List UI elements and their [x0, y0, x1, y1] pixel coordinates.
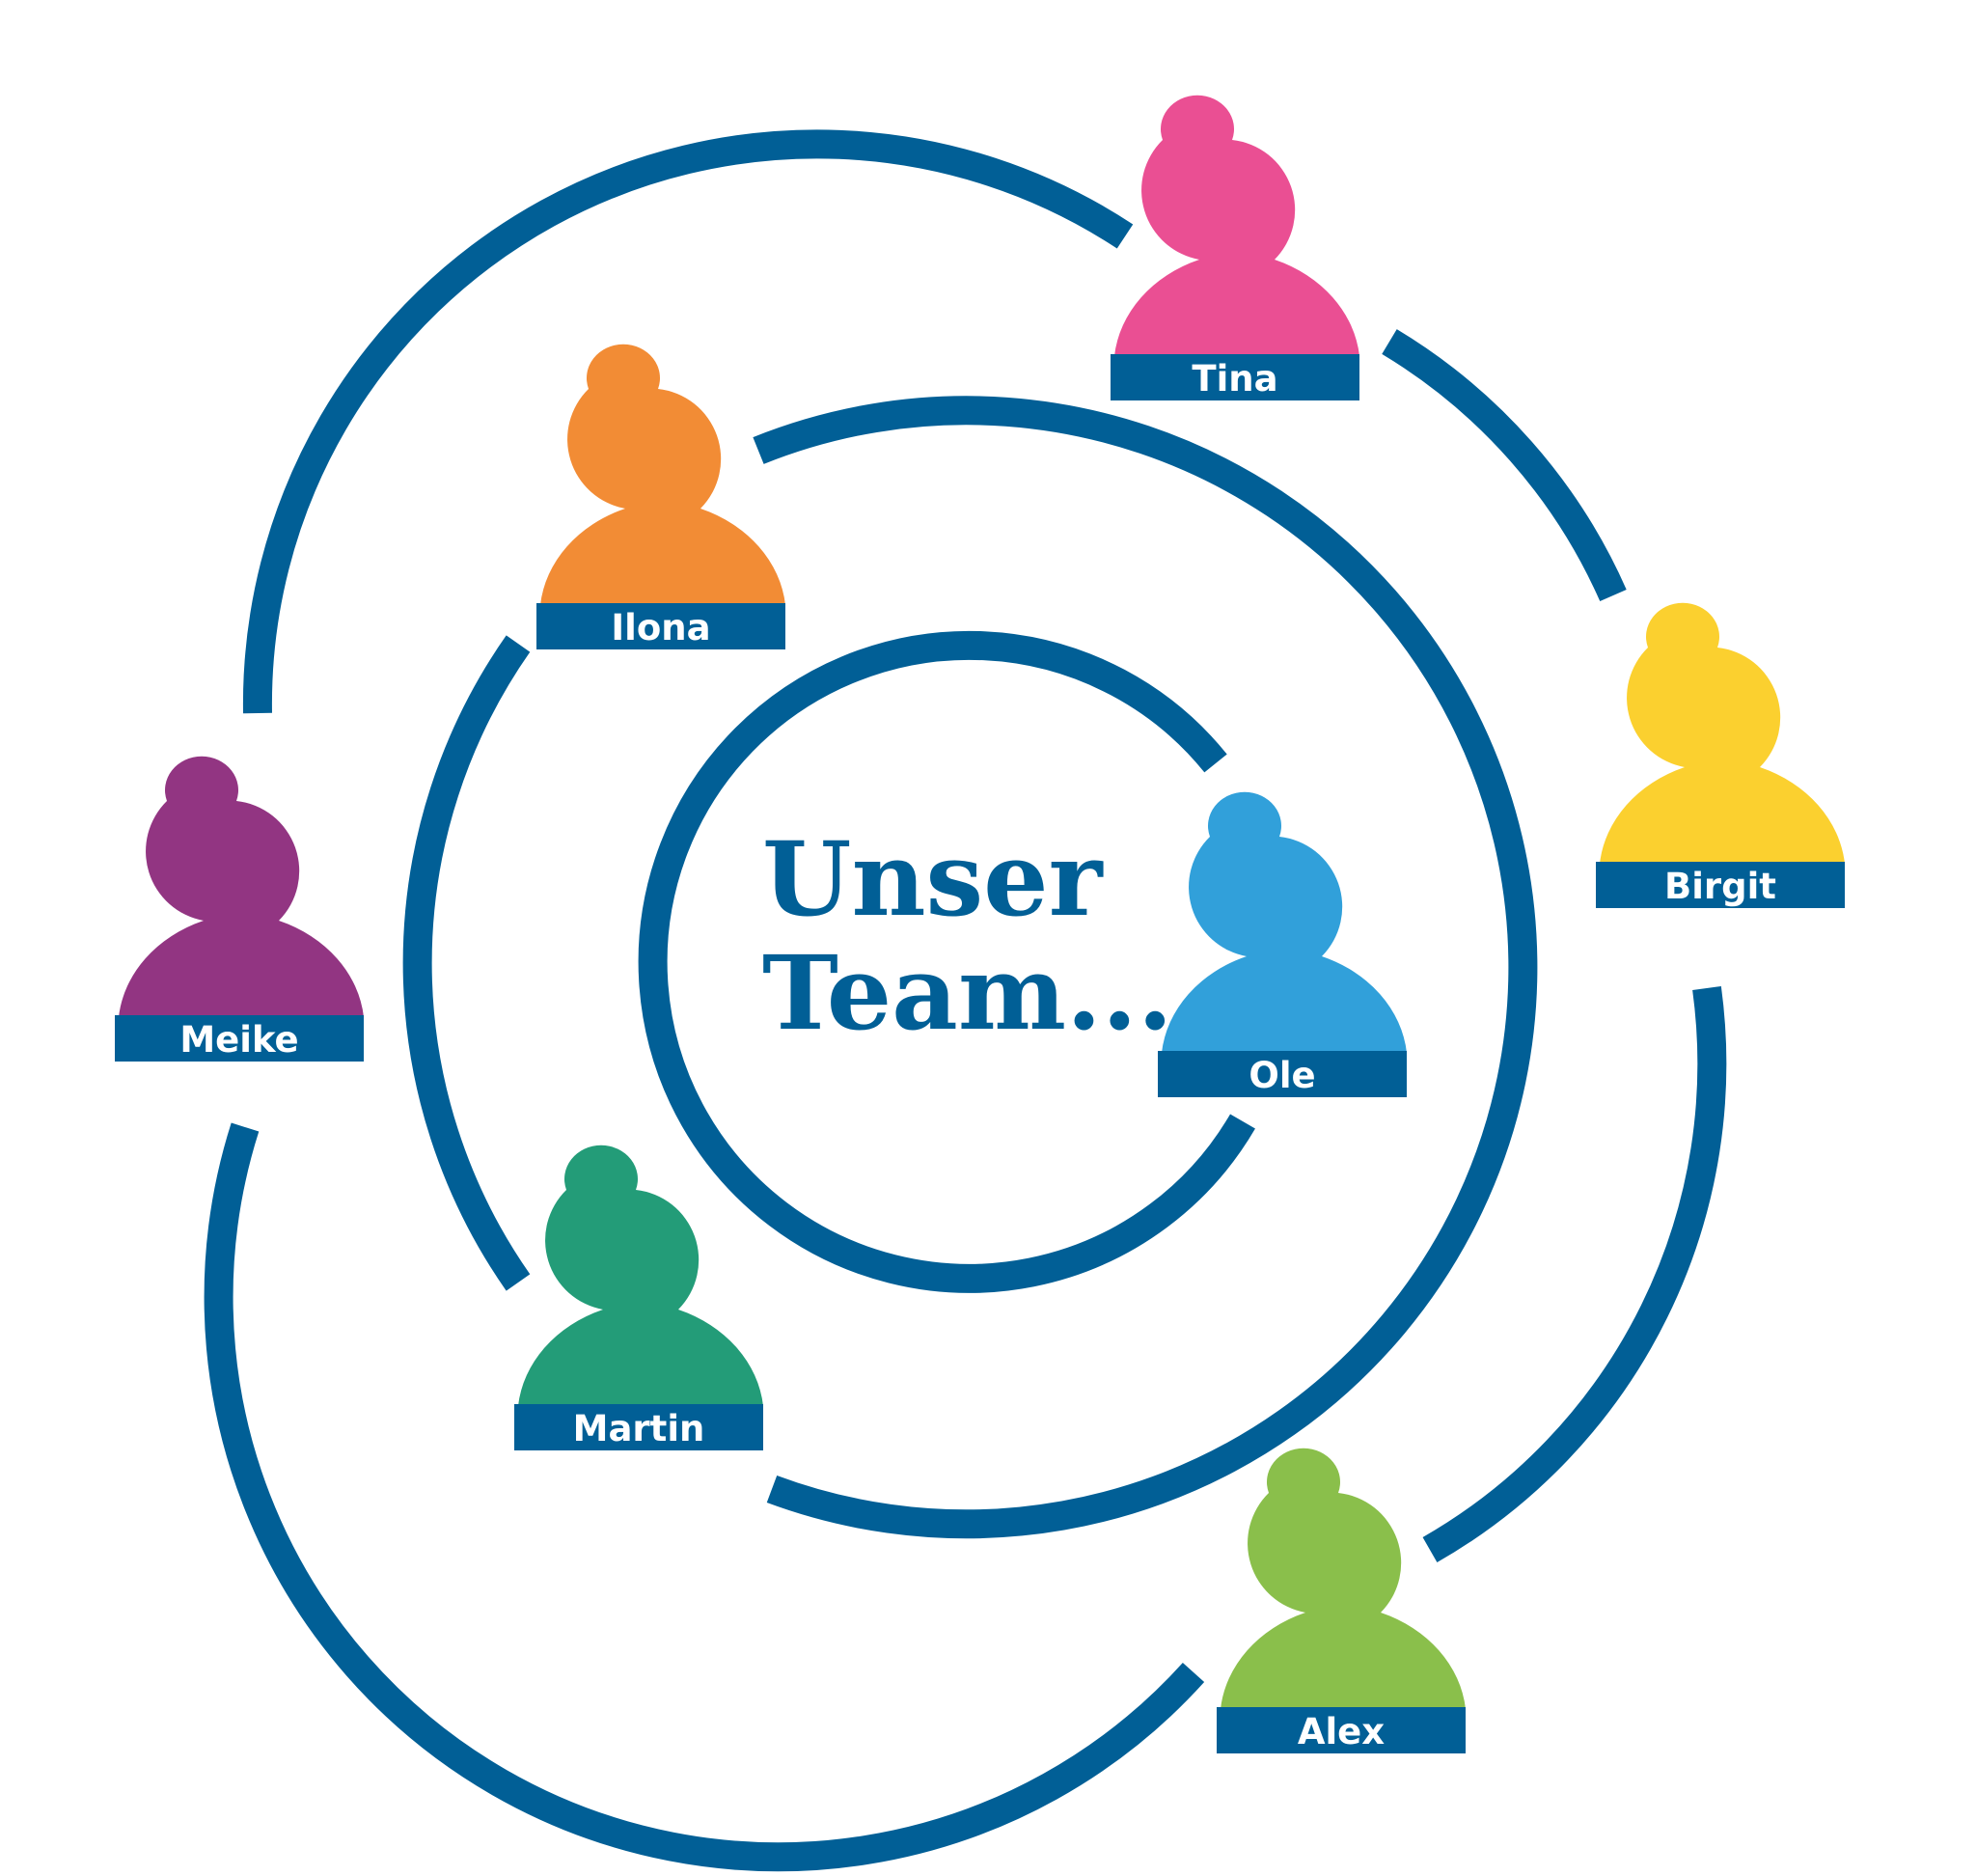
- inner-ring: [638, 630, 1255, 1293]
- name-label: [536, 603, 785, 649]
- middle-ring: [402, 396, 1538, 1539]
- outer-ring-arc-topright: [1382, 329, 1627, 602]
- person-pawn-icon: [1221, 1448, 1466, 1709]
- member-name: Meike: [179, 1019, 298, 1061]
- outer-ring-arc-bottom: [204, 1122, 1205, 1872]
- member-name: Ole: [1249, 1055, 1315, 1096]
- diagram-title-line-1: Unser: [762, 818, 1104, 939]
- member-tina: Tina: [1111, 95, 1359, 400]
- member-birgit: Birgit: [1596, 602, 1845, 908]
- name-label: [1158, 1051, 1407, 1097]
- member-martin: Martin: [514, 1145, 763, 1450]
- name-label: [115, 1015, 364, 1062]
- outer-ring-arc-top: [242, 129, 1134, 714]
- person-pawn-icon: [1162, 791, 1407, 1053]
- name-label: [514, 1404, 763, 1450]
- inner-ring-arc: [638, 630, 1255, 1293]
- member-name: Birgit: [1664, 866, 1776, 907]
- member-ole: Ole: [1158, 791, 1407, 1097]
- member-name: Martin: [573, 1408, 705, 1449]
- person-pawn-icon: [1600, 602, 1845, 864]
- outer-ring-arc-right: [1422, 985, 1727, 1563]
- person-pawn-icon: [518, 1145, 763, 1406]
- member-name: Ilona: [611, 607, 710, 648]
- member-meike: Meike: [115, 756, 364, 1062]
- member-name: Tina: [1192, 358, 1277, 400]
- person-pawn-icon: [1114, 95, 1359, 356]
- middle-ring-arc-left: [402, 635, 531, 1291]
- person-pawn-icon: [119, 756, 364, 1017]
- name-label: [1111, 354, 1359, 400]
- diagram-title-line-2: Team...: [762, 932, 1173, 1053]
- person-pawn-icon: [540, 344, 785, 605]
- outer-ring: [204, 129, 1727, 1872]
- member-ilona: Ilona: [536, 344, 785, 649]
- member-alex: Alex: [1217, 1448, 1466, 1753]
- middle-ring-arc-main: [753, 396, 1538, 1539]
- name-label: [1217, 1707, 1466, 1753]
- member-name: Alex: [1298, 1711, 1385, 1752]
- name-label: [1596, 862, 1845, 908]
